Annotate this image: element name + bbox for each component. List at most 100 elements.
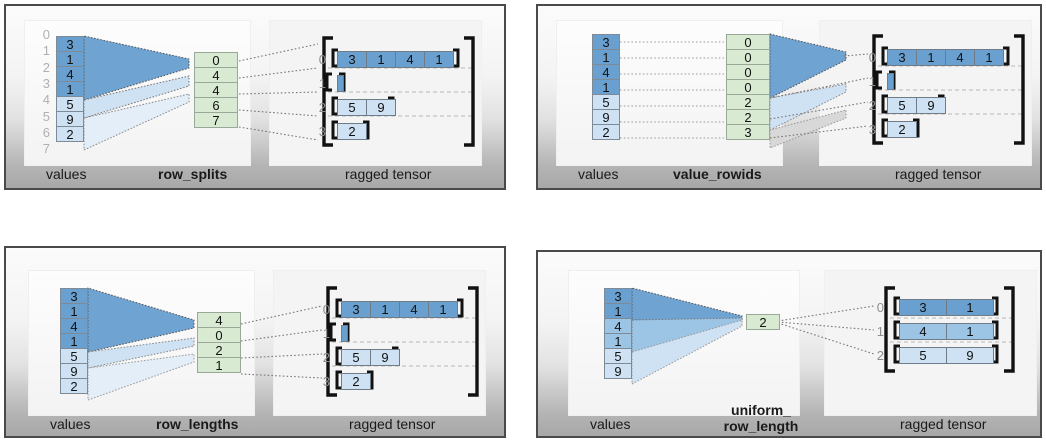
ragged-value-cell: 5 [887, 97, 917, 114]
boundary-index-label: 7 [42, 141, 50, 157]
panel-row-splits-ragged-label: ragged tensor [345, 166, 432, 182]
ragged-value-cell: 1 [974, 49, 1004, 66]
ragged-row-index: 1 [322, 326, 330, 341]
ragged-value-cell: 5 [899, 347, 947, 364]
panel-uniform-row-length-right-card [824, 270, 1037, 416]
ragged-value-cell: 5 [337, 99, 367, 116]
encoding-cell: 6 [194, 97, 238, 113]
ragged-value-cell: 3 [337, 51, 367, 68]
ragged-value-cell: 3 [341, 301, 371, 318]
panel-value-rowids-right-card [819, 20, 1032, 166]
ragged-value-cell: 1 [916, 49, 946, 66]
ragged-empty-cell [337, 75, 344, 92]
ragged-value-cell: 4 [945, 49, 975, 66]
panel-row-lengths-values-label: values [50, 416, 91, 432]
panel-uniform-row-length-encoding-label-line1: uniform_ [731, 402, 791, 418]
ragged-row-index: 1 [868, 74, 876, 89]
ragged-value-cell: 4 [399, 301, 429, 318]
ragged-value-cell: 9 [366, 99, 396, 116]
value-cell: 4 [56, 66, 84, 82]
ragged-value-cell: 5 [341, 349, 371, 366]
panel-value-rowids-ragged-label: ragged tensor [895, 166, 982, 182]
value-cell: 2 [60, 378, 88, 394]
encoding-cell: 4 [197, 312, 241, 328]
value-cell: 5 [60, 348, 88, 364]
ragged-row-index: 3 [322, 374, 330, 389]
ragged-value-cell: 4 [899, 323, 947, 340]
ragged-value-cell: 1 [366, 51, 396, 68]
value-cell: 9 [604, 363, 632, 379]
encoding-cell: 0 [197, 327, 241, 343]
boundary-index-label: 2 [42, 59, 50, 75]
ragged-empty-cell [887, 73, 894, 90]
ragged-row-index: 2 [868, 98, 876, 113]
value-cell: 3 [56, 36, 84, 52]
panel-uniform-row-length-fan-overlay [631, 286, 1015, 385]
value-cell: 1 [604, 303, 632, 319]
boundary-index-label: 5 [42, 108, 50, 124]
encoding-cell: 4 [194, 67, 238, 83]
panel-value-rowids-encoding-label: value_rowids [673, 166, 762, 182]
value-cell: 9 [56, 111, 84, 127]
value-cell: 5 [592, 94, 620, 110]
boundary-index-label: 6 [42, 124, 50, 140]
panel-row-lengths-right-card [273, 270, 486, 416]
ragged-value-cell: 2 [341, 373, 371, 390]
ragged-value-cell: 1 [428, 301, 458, 318]
ragged-row-index: 2 [318, 100, 326, 115]
ragged-row-index: 0 [876, 300, 884, 315]
value-cell: 3 [60, 288, 88, 304]
encoding-cell: 2 [726, 94, 770, 110]
value-cell: 5 [56, 96, 84, 112]
encoding-cell: 0 [726, 64, 770, 80]
value-cell: 4 [592, 64, 620, 80]
boundary-index-label: 1 [42, 43, 50, 59]
value-cell: 1 [604, 333, 632, 349]
encoding-cell: 3 [726, 124, 770, 140]
ragged-value-cell: 1 [370, 301, 400, 318]
panel-row-splits-values-label: values [46, 166, 87, 182]
panel-value-rowids-values-label: values [578, 166, 619, 182]
ragged-value-cell: 3 [899, 299, 947, 316]
panel-uniform-row-length-values-label: values [590, 416, 631, 432]
value-cell: 2 [592, 124, 620, 140]
value-cell: 5 [604, 348, 632, 364]
ragged-value-cell: 2 [337, 123, 367, 140]
encoding-cell: 0 [726, 34, 770, 50]
encoding-cell: 7 [194, 112, 238, 128]
value-cell: 9 [592, 109, 620, 125]
ragged-value-cell: 3 [887, 49, 917, 66]
panel-row-splits-encoding-label: row_splits [158, 166, 228, 182]
value-cell: 3 [604, 288, 632, 304]
boundary-index-label: 0 [42, 27, 50, 42]
ragged-empty-cell [341, 325, 348, 342]
encoding-cell: 0 [726, 49, 770, 65]
ragged-row-index: 0 [868, 50, 876, 65]
value-cell: 1 [592, 49, 620, 65]
encoding-cell: 4 [194, 82, 238, 98]
ragged-value-cell: 9 [370, 349, 400, 366]
panel-row-splits-fan-overlay [83, 35, 475, 151]
ragged-row-index: 1 [318, 76, 326, 91]
panel-row-splits-right-card [269, 20, 482, 166]
value-cell: 4 [604, 318, 632, 334]
value-cell: 3 [592, 34, 620, 50]
ragged-row-index: 0 [318, 52, 326, 67]
value-cell: 1 [60, 303, 88, 319]
value-cell: 1 [60, 333, 88, 349]
encoding-cell: 1 [197, 357, 241, 373]
ragged-row-index: 2 [876, 348, 884, 363]
panel-uniform-row-length-ragged-label: ragged tensor [900, 416, 987, 432]
encoding-cell: 2 [197, 342, 241, 358]
boundary-index-label: 3 [42, 75, 50, 91]
boundary-index-label: 4 [42, 92, 50, 108]
encoding-cell: 2 [746, 314, 780, 330]
